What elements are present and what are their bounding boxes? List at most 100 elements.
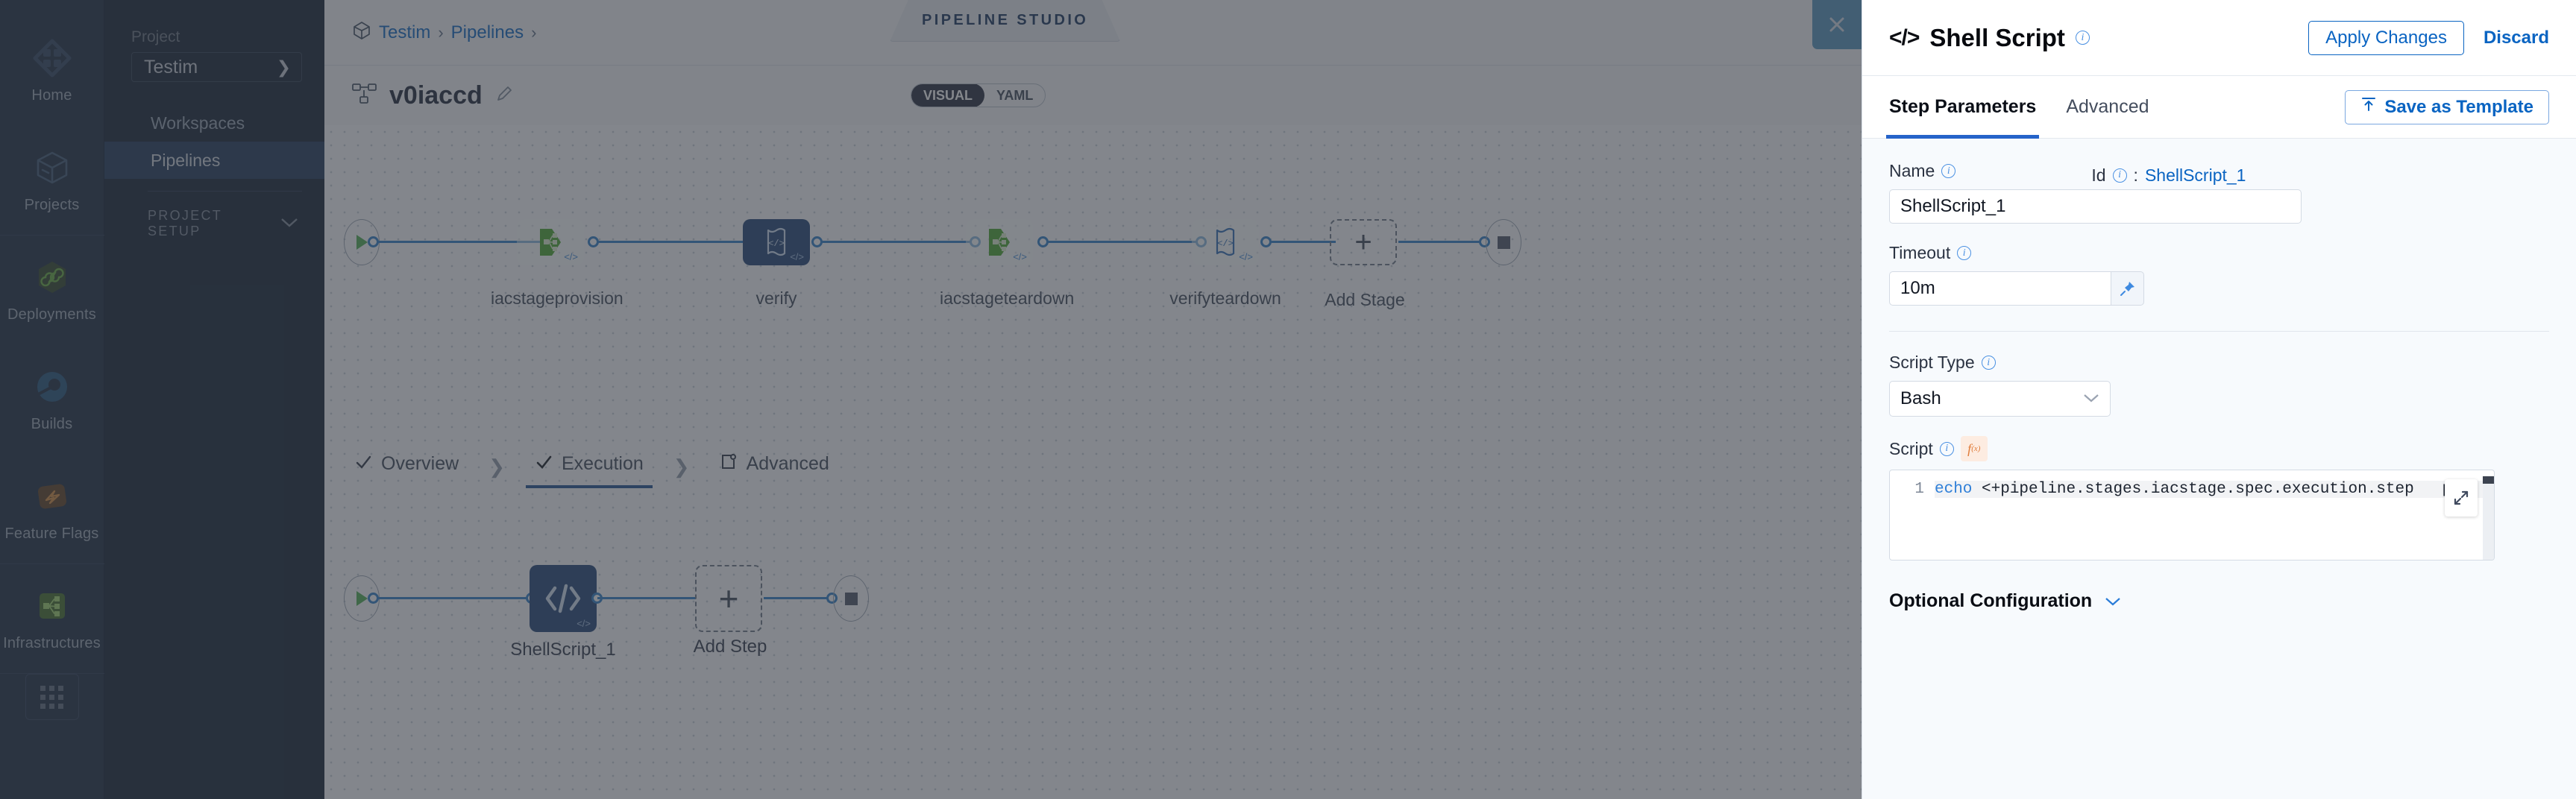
add-step-button[interactable]: + Add Step: [694, 565, 767, 655]
advanced-gear-icon: [720, 453, 738, 475]
id-value[interactable]: ShellScript_1: [2144, 165, 2246, 185]
save-as-template-button[interactable]: Save as Template: [2345, 89, 2549, 124]
template-upload-icon: [2360, 96, 2377, 118]
gear-circle-icon: [32, 367, 72, 407]
rail-item-feature-flags[interactable]: Feature Flags: [0, 455, 104, 565]
rail-label-home: Home: [31, 87, 72, 104]
step-type-indicator: </>: [1013, 251, 1027, 262]
chevron-down-icon: [280, 216, 299, 232]
script-editor[interactable]: 1 echo <+pipeline.stages.iacstage.spec.e…: [1889, 470, 2495, 560]
stage-node-iacstageteardown[interactable]: </> iacstageteardown: [940, 219, 1074, 308]
connector: [597, 597, 696, 599]
grid-icon-glyph: [40, 685, 63, 709]
script-scrollbar-track[interactable]: [2483, 484, 2494, 560]
info-icon[interactable]: i: [1981, 356, 1996, 370]
info-icon[interactable]: i: [1941, 164, 1956, 178]
add-stage-label: Add Stage: [1325, 290, 1405, 309]
pipeline-end-node: [1486, 219, 1521, 265]
drawer-header: </> Shell Script i Apply Changes Discard: [1862, 0, 2576, 76]
drawer-title-group: </> Shell Script i: [1889, 24, 2090, 52]
view-mode-toggle[interactable]: VISUAL YAML: [911, 83, 1046, 107]
field-script-type: Script Type i Bash: [1889, 353, 2549, 417]
project-setup-group[interactable]: PROJECT SETUP: [104, 208, 324, 239]
discard-button[interactable]: Discard: [2483, 27, 2549, 48]
mode-option-visual[interactable]: VISUAL: [911, 84, 985, 107]
tab-overview[interactable]: Overview: [345, 446, 468, 488]
tab-drawer-advanced[interactable]: Advanced: [2066, 96, 2149, 117]
tab-execution[interactable]: Execution: [525, 446, 653, 488]
rail-item-projects[interactable]: Projects: [0, 126, 104, 236]
close-icon[interactable]: [1812, 0, 1862, 49]
rail-item-builds[interactable]: Builds: [0, 345, 104, 455]
play-icon: [356, 591, 368, 606]
breadcrumb-pipelines[interactable]: Pipelines: [450, 22, 524, 42]
step-type-indicator: </>: [790, 251, 804, 262]
cube-icon: [32, 148, 72, 188]
chevron-right-icon: ❯: [276, 57, 291, 77]
close-icon-glyph: [1829, 17, 1844, 32]
pencil-icon[interactable]: [494, 84, 514, 107]
drawer-tabs: Step Parameters Advanced Save as Templat…: [1862, 76, 2576, 139]
rail-label-feature-flags: Feature Flags: [4, 525, 99, 542]
pipeline-canvas[interactable]: </> iacstageprovision </> </> verify: [324, 125, 1862, 799]
svg-text:</>: </>: [768, 239, 785, 249]
chevron-down-icon: [2083, 391, 2099, 408]
script-label-group: Script i f(x): [1889, 436, 2549, 461]
mode-option-yaml[interactable]: YAML: [996, 87, 1034, 103]
expand-icon[interactable]: [2445, 479, 2478, 517]
pin-icon[interactable]: [2111, 271, 2144, 306]
optional-configuration-toggle[interactable]: Optional Configuration: [1889, 590, 2549, 612]
info-icon[interactable]: i: [2112, 168, 2127, 183]
plus-icon: +: [1354, 226, 1372, 259]
sidebar-item-pipelines[interactable]: Pipelines: [104, 142, 324, 179]
shell-script-icon: </>: [767, 227, 786, 256]
info-icon[interactable]: i: [2075, 31, 2090, 45]
tab-overview-label: Overview: [381, 453, 459, 474]
infinity-hex-icon: [32, 257, 72, 297]
rail-item-home[interactable]: Home: [0, 16, 104, 126]
info-icon[interactable]: i: [1939, 441, 1954, 456]
script-type-select-wrap: Bash: [1889, 381, 2111, 417]
fx-icon[interactable]: f(x): [1960, 436, 1988, 461]
cube-icon-small: [352, 21, 371, 44]
project-selector[interactable]: Testim ❯: [131, 52, 302, 82]
name-input[interactable]: [1889, 189, 2302, 224]
connector: [764, 597, 831, 599]
apply-changes-button[interactable]: Apply Changes: [2308, 20, 2464, 55]
breadcrumb-testim[interactable]: Testim: [379, 22, 431, 42]
add-stage-button[interactable]: + Add Stage: [1325, 219, 1405, 309]
timeout-input[interactable]: [1889, 271, 2111, 306]
tab-advanced[interactable]: Advanced: [711, 446, 838, 488]
connector-dot: [811, 236, 823, 247]
step-node-shellscript-1[interactable]: </> ShellScript_1: [510, 565, 616, 660]
stage-node-verify[interactable]: </> </> verify: [743, 219, 810, 308]
info-icon[interactable]: i: [1957, 246, 1972, 260]
connector-dot: [588, 236, 599, 247]
script-keyword: echo: [1935, 481, 1973, 498]
script-scrollbar-thumb[interactable]: [2483, 476, 2494, 484]
tab-step-parameters[interactable]: Step Parameters: [1885, 76, 2040, 139]
step-type-indicator: </>: [577, 618, 591, 629]
stage-node-iacstageprovision[interactable]: </> iacstageprovision: [491, 219, 623, 308]
script-editor-line: 1 echo <+pipeline.stages.iacstage.spec.e…: [1890, 470, 2494, 498]
top-bar: Testim › Pipelines › PIPELINE STUDIO: [324, 0, 1862, 66]
stage-row: </> iacstageprovision </> </> verify: [324, 206, 1862, 355]
rail-item-infrastructures[interactable]: Infrastructures: [0, 564, 104, 675]
stage-label-verifyteardown: verifyteardown: [1169, 288, 1281, 308]
rail-item-deployments[interactable]: Deployments: [0, 236, 104, 345]
script-type-select[interactable]: Bash: [1889, 381, 2111, 417]
id-label: Id: [2091, 165, 2106, 185]
drawer-body: Name i Id i : ShellScript_1 Timeout i: [1862, 139, 2576, 799]
sidebar-item-workspaces[interactable]: Workspaces: [104, 104, 324, 142]
script-content[interactable]: echo <+pipeline.stages.iacstage.spec.exe…: [1935, 481, 2494, 498]
pipeline-graph-icon: [352, 83, 377, 109]
stage-label-verify: verify: [755, 288, 797, 308]
optional-configuration-label: Optional Configuration: [1889, 590, 2093, 611]
tab-advanced-label: Advanced: [746, 453, 829, 474]
grid-icon[interactable]: [25, 674, 79, 720]
rail-label-projects: Projects: [24, 196, 80, 213]
name-label: Name: [1889, 161, 1935, 180]
project-section-label: Project: [131, 28, 180, 45]
tab-separator: ❯: [489, 455, 505, 478]
stage-node-verifyteardown[interactable]: </> </> verifyteardown: [1169, 219, 1281, 308]
